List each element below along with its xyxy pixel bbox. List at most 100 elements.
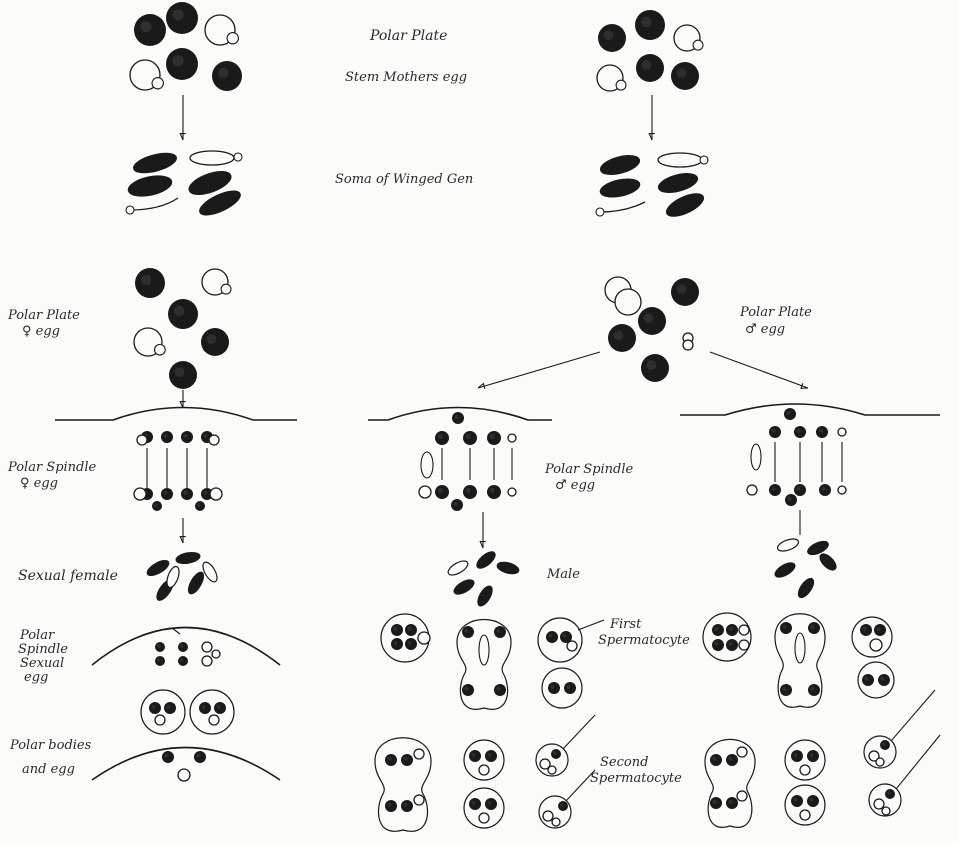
dark-soma-chromosome bbox=[175, 551, 200, 565]
open-chromosome bbox=[874, 799, 884, 809]
spindle-ellipse bbox=[795, 633, 805, 663]
chromosome-texture bbox=[882, 742, 886, 746]
dark-soma-chromosome bbox=[474, 549, 497, 571]
chromosome-texture bbox=[197, 503, 201, 507]
label-polar-spindle-female-egg: ♀ egg bbox=[20, 476, 58, 492]
open-chromosome bbox=[876, 758, 884, 766]
chromosome-texture bbox=[677, 284, 687, 294]
dark-soma-chromosome bbox=[127, 173, 174, 200]
label-polar-spindle-sexual-egg-4: egg bbox=[24, 670, 48, 686]
chromosome-texture bbox=[393, 627, 397, 631]
open-chromosome bbox=[419, 486, 431, 498]
chromosome-texture bbox=[471, 801, 475, 805]
chromosome-texture bbox=[796, 429, 800, 433]
chromosome-texture bbox=[183, 434, 187, 438]
open-chromosome bbox=[552, 818, 560, 826]
chromosome-texture bbox=[157, 644, 161, 648]
chromosome-texture bbox=[164, 754, 168, 758]
chromosome-texture bbox=[203, 491, 207, 495]
label-polar-plate-top: Polar Plate bbox=[370, 28, 447, 44]
arrow-head bbox=[801, 383, 808, 388]
chromosome-texture bbox=[712, 800, 716, 804]
open-chromosome bbox=[178, 769, 190, 781]
open-chromosome bbox=[155, 715, 165, 725]
open-chromosome bbox=[800, 810, 810, 820]
chromosome-texture bbox=[387, 757, 391, 761]
dark-soma-chromosome bbox=[657, 170, 700, 196]
chromosome-texture bbox=[466, 488, 471, 493]
chromosome-texture bbox=[403, 803, 407, 807]
open-chromosome bbox=[212, 650, 220, 658]
satellite-body bbox=[616, 80, 626, 90]
chromosome-texture bbox=[163, 434, 167, 438]
open-chromosome bbox=[838, 428, 846, 436]
label-first-spermatocyte-2: Spermatocyte bbox=[598, 633, 690, 649]
chromosome-texture bbox=[548, 634, 552, 638]
chromosome-texture bbox=[641, 17, 652, 28]
open-chromosome bbox=[414, 795, 424, 805]
open-chromosome bbox=[137, 435, 147, 445]
chromosome-texture bbox=[496, 629, 500, 633]
chromosome-texture bbox=[471, 753, 475, 757]
chromosome-texture bbox=[183, 491, 187, 495]
open-chromosome bbox=[882, 807, 890, 815]
cell-outline bbox=[538, 618, 582, 662]
chromosome-texture bbox=[487, 753, 491, 757]
satellite-body bbox=[155, 344, 166, 355]
label-male: Male bbox=[547, 567, 580, 583]
open-chromosome bbox=[870, 639, 882, 651]
chromosome-texture bbox=[172, 9, 183, 20]
label-female-egg: ♀ egg bbox=[22, 324, 60, 340]
chromosome-texture bbox=[216, 705, 220, 709]
open-chromosome bbox=[134, 488, 146, 500]
chromosome-texture bbox=[387, 803, 391, 807]
cell-outline bbox=[703, 613, 751, 661]
chromosome-texture bbox=[647, 360, 657, 370]
chromosome-texture bbox=[793, 753, 797, 757]
chromosome-texture bbox=[487, 801, 491, 805]
spindle-ellipse bbox=[751, 444, 761, 470]
open-chromosome bbox=[683, 340, 693, 350]
chromosome-texture bbox=[796, 487, 800, 491]
label-first-spermatocyte-1: First bbox=[610, 617, 641, 633]
cell-outline bbox=[190, 690, 234, 734]
satellite-body bbox=[596, 208, 604, 216]
open-chromosome bbox=[615, 289, 641, 315]
chromosome-texture bbox=[438, 434, 443, 439]
chromosome-texture bbox=[642, 60, 652, 70]
chromosome-texture bbox=[196, 754, 200, 758]
dark-soma-chromosome bbox=[496, 560, 520, 575]
label-polar-plate-female: Polar Plate bbox=[8, 308, 80, 324]
open-chromosome bbox=[508, 488, 516, 496]
satellite-body bbox=[221, 284, 231, 294]
dark-soma-chromosome bbox=[599, 152, 642, 178]
label-sexual-female: Sexual female bbox=[18, 568, 118, 584]
label-male-egg: ♂ egg bbox=[745, 322, 785, 338]
chromosome-texture bbox=[786, 411, 790, 415]
chromosome-texture bbox=[787, 497, 791, 501]
open-chromosome bbox=[209, 435, 219, 445]
open-chromosome bbox=[508, 434, 516, 442]
chromosome-texture bbox=[407, 627, 411, 631]
open-chromosome bbox=[739, 640, 749, 650]
dark-soma-chromosome bbox=[132, 150, 179, 177]
chromosome-texture bbox=[714, 642, 718, 646]
chromosome-texture bbox=[818, 429, 822, 433]
pointer-line bbox=[578, 620, 604, 630]
chromosome-texture bbox=[140, 21, 151, 32]
label-polar-spindle-male: Polar Spindle bbox=[545, 462, 633, 478]
chromosome-texture bbox=[438, 488, 443, 493]
chromosome-texture bbox=[151, 705, 155, 709]
open-soma-chromosome bbox=[600, 202, 645, 212]
chromosome-texture bbox=[810, 625, 814, 629]
chromosome-texture bbox=[880, 677, 884, 681]
chromosome-texture bbox=[203, 434, 207, 438]
cell-outline bbox=[141, 690, 185, 734]
open-chromosome bbox=[202, 656, 212, 666]
chromosome-texture bbox=[453, 502, 457, 506]
open-chromosome bbox=[479, 765, 489, 775]
chromosome-texture bbox=[862, 627, 866, 631]
chromosome-texture bbox=[393, 641, 397, 645]
chromosome-texture bbox=[714, 627, 718, 631]
label-second-spermatocyte-2: Spermatocyte bbox=[590, 771, 682, 787]
